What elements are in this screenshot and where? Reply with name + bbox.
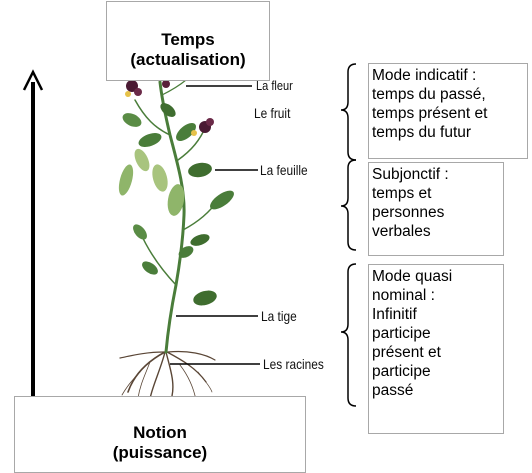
bracket-quasi-nominal (340, 263, 357, 407)
plant-flowers (125, 80, 214, 136)
quasi-nominal-line-6: participe (372, 363, 431, 380)
subjonctif-line-4: verbales (372, 223, 431, 240)
right-brackets (340, 63, 357, 407)
quasi-nominal-line-1: Mode quasi (372, 268, 453, 285)
subjonctif-line-2: temps et (372, 185, 432, 202)
quasi-nominal-line-5: présent et (372, 344, 441, 361)
indicatif-line-3: temps présent et (372, 105, 488, 122)
subjonctif-line-3: personnes (372, 204, 445, 221)
label-feuille: La feuille (260, 162, 308, 178)
indicatif-line-4: temps du futur (372, 124, 472, 141)
subjonctif-line-1: Subjonctif : (372, 166, 449, 183)
quasi-nominal-line-7: passé (372, 382, 414, 399)
label-racines: Les racines (263, 356, 324, 372)
plant-leaves (118, 103, 234, 306)
label-tige: La tige (261, 308, 297, 324)
indicatif-line-1: Mode indicatif : (372, 67, 477, 84)
top-box-line1: Temps (161, 30, 215, 49)
quasi-nominal-line-2: nominal : (372, 287, 435, 304)
box-mode-quasi-nominal: Mode quasi nominal : Infinitif participe… (368, 264, 504, 434)
bottom-box-notion: Notion (puissance) (14, 396, 306, 473)
label-fleur: La fleur (256, 78, 293, 93)
label-leader-lines (170, 85, 260, 365)
upward-arrow (22, 69, 44, 420)
quasi-nominal-line-4: participe (372, 325, 431, 342)
bracket-indicatif (340, 63, 357, 161)
box-subjonctif: Subjonctif : temps et personnes verbales (368, 162, 504, 256)
top-box-temps: Temps (actualisation) (106, 1, 270, 81)
quasi-nominal-line-3: Infinitif (372, 306, 417, 323)
bottom-box-line1: Notion (133, 423, 187, 442)
indicatif-line-2: temps du passé, (372, 86, 486, 103)
bracket-subjonctif (340, 159, 357, 251)
top-box-line2: (actualisation) (130, 50, 246, 69)
label-fruit: Le fruit (254, 105, 291, 121)
bottom-box-line2: (puissance) (112, 443, 208, 462)
plant-stem (134, 79, 219, 354)
box-mode-indicatif: Mode indicatif : temps du passé, temps p… (368, 63, 528, 159)
